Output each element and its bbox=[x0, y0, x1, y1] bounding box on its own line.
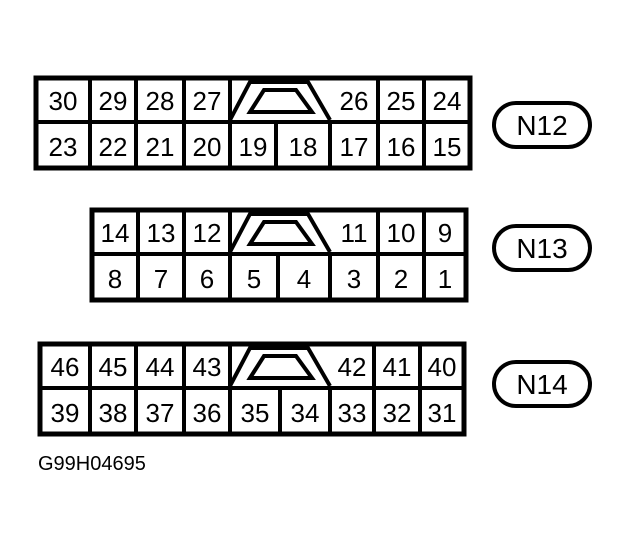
pin-number: 6 bbox=[200, 264, 214, 294]
pin-number: 18 bbox=[289, 132, 318, 162]
pin-number: 37 bbox=[146, 398, 175, 428]
pin-number: 2 bbox=[394, 264, 408, 294]
pin-number: 45 bbox=[99, 352, 128, 382]
pin-number: 46 bbox=[51, 352, 80, 382]
connector-label: N14 bbox=[516, 369, 567, 400]
pin-number: 35 bbox=[241, 398, 270, 428]
pin-number: 8 bbox=[108, 264, 122, 294]
pin-number: 28 bbox=[146, 86, 175, 116]
pin-number: 16 bbox=[387, 132, 416, 162]
lock-tab-icon bbox=[228, 80, 332, 122]
connector-label: N13 bbox=[516, 233, 567, 264]
pin-number: 10 bbox=[387, 218, 416, 248]
lock-tab-inner-icon bbox=[246, 88, 316, 114]
connector-n14: 46 45 44 43 42 41 40 39 38 37 36 35 34 33 32 31 N14 bbox=[37, 341, 592, 437]
pin-number: 32 bbox=[383, 398, 412, 428]
pin-number: 14 bbox=[101, 218, 130, 248]
pin-number: 41 bbox=[383, 352, 412, 382]
pin-number: 40 bbox=[428, 352, 457, 382]
pin-number: 12 bbox=[193, 218, 222, 248]
lock-tab-inner-icon bbox=[246, 354, 316, 380]
lock-tab-icon bbox=[228, 212, 332, 254]
pin-number: 44 bbox=[146, 352, 175, 382]
pin-number: 3 bbox=[347, 264, 361, 294]
pin-number: 27 bbox=[193, 86, 222, 116]
pin-number: 21 bbox=[146, 132, 175, 162]
pin-number: 23 bbox=[49, 132, 78, 162]
pin-number: 39 bbox=[51, 398, 80, 428]
pin-number: 20 bbox=[193, 132, 222, 162]
pin-number: 1 bbox=[438, 264, 452, 294]
connector-label: N12 bbox=[516, 110, 567, 141]
pin-number: 25 bbox=[387, 86, 416, 116]
pin-number: 17 bbox=[340, 132, 369, 162]
pin-number: 22 bbox=[99, 132, 128, 162]
pin-number: 24 bbox=[433, 86, 462, 116]
lock-tab-inner-icon bbox=[246, 220, 316, 246]
pin-number: 4 bbox=[297, 264, 311, 294]
pin-number: 19 bbox=[239, 132, 268, 162]
pin-number: 38 bbox=[99, 398, 128, 428]
pin-number: 13 bbox=[147, 218, 176, 248]
connector-label-box bbox=[492, 224, 592, 272]
pin-number: 11 bbox=[341, 218, 368, 248]
pin-number: 43 bbox=[193, 352, 222, 382]
pin-number: 31 bbox=[428, 398, 457, 428]
pin-number: 26 bbox=[340, 86, 369, 116]
pin-number: 15 bbox=[433, 132, 462, 162]
connector-n12: 30 29 28 27 26 25 24 23 22 21 20 19 18 17 16 15 N12 bbox=[33, 75, 592, 171]
connector-label-box bbox=[492, 101, 592, 149]
figure-code: G99H04695 bbox=[38, 453, 146, 475]
pin-number: 34 bbox=[291, 398, 320, 428]
pin-number: 7 bbox=[154, 264, 168, 294]
pin-number: 42 bbox=[338, 352, 367, 382]
lock-tab-icon bbox=[228, 346, 332, 388]
pin-number: 5 bbox=[247, 264, 261, 294]
pin-number: 36 bbox=[193, 398, 222, 428]
pin-number: 30 bbox=[49, 86, 78, 116]
pin-number: 33 bbox=[338, 398, 367, 428]
pin-number: 29 bbox=[99, 86, 128, 116]
connector-label-box bbox=[492, 360, 592, 408]
pin-number: 9 bbox=[438, 218, 452, 248]
